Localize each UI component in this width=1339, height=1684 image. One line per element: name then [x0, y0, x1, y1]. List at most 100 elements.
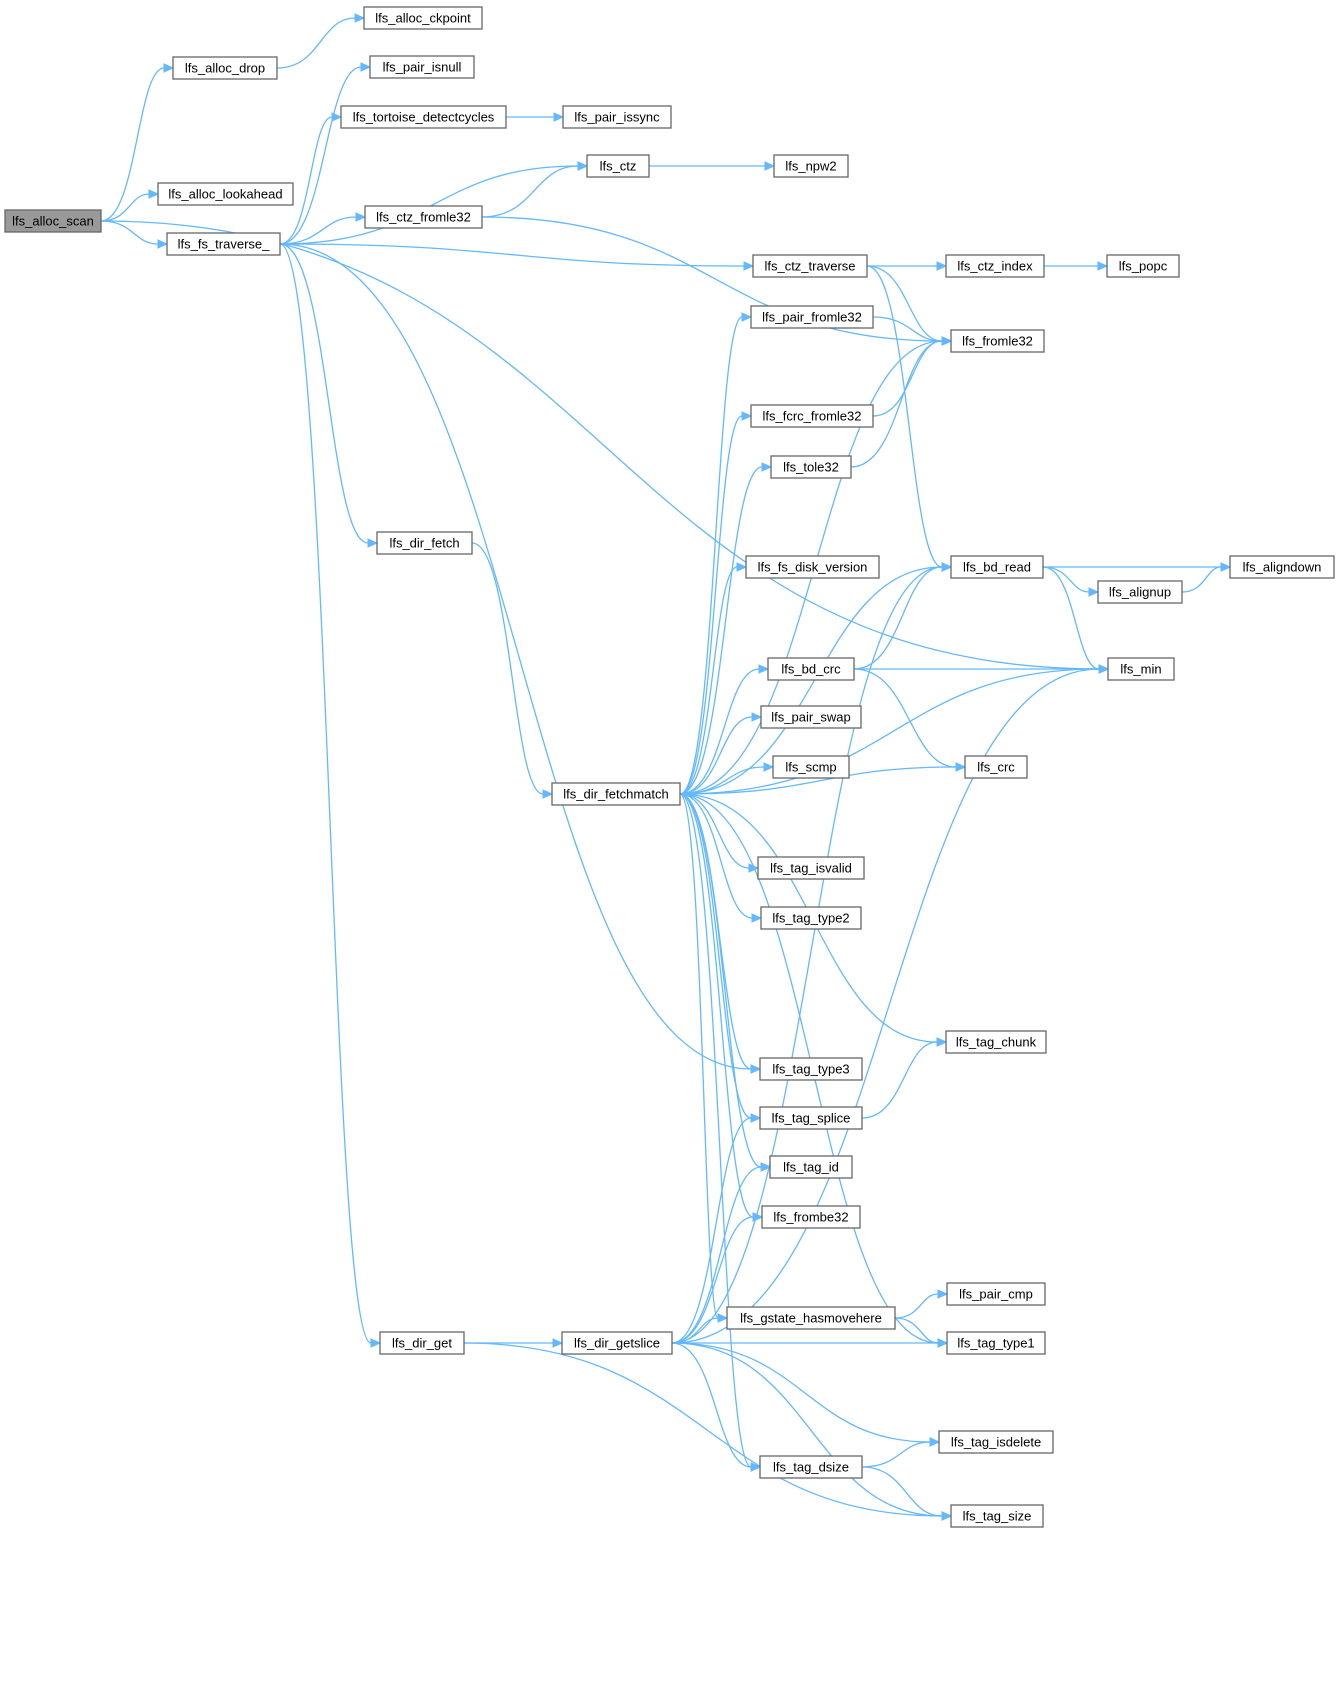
edge-lfs_ctz_fromle32-to-lfs_fromle32: [481, 216, 953, 346]
node-lfs_pair_cmp[interactable]: lfs_pair_cmp: [946, 1282, 1046, 1306]
edge-lfs_dir_getslice-to-lfs_tag_size: [671, 1342, 953, 1521]
edge-line: [679, 316, 743, 795]
edge-lfs_dir_fetchmatch-to-lfs_crc: [679, 762, 967, 795]
node-label: lfs_tag_size: [963, 1509, 1032, 1524]
node-lfs_pair_issync[interactable]: lfs_pair_issync: [562, 105, 672, 129]
arrow-head-icon: [764, 161, 776, 171]
node-lfs_alloc_ckpoint[interactable]: lfs_alloc_ckpoint: [363, 6, 483, 30]
edge-lfs_dir_fetchmatch-to-lfs_pair_fromle32: [679, 312, 753, 795]
edge-line: [872, 316, 943, 342]
node-lfs_dir_getslice[interactable]: lfs_dir_getslice: [561, 1331, 673, 1355]
node-label: lfs_gstate_hasmovehere: [740, 1311, 882, 1326]
edge-line: [481, 216, 943, 342]
edge-line: [671, 1342, 943, 1517]
node-lfs_tag_splice[interactable]: lfs_tag_splice: [759, 1106, 863, 1130]
edge-line: [279, 66, 362, 245]
node-lfs_scmp[interactable]: lfs_scmp: [772, 755, 850, 779]
node-label: lfs_tole32: [783, 460, 839, 475]
edge-lfs_dir_getslice-to-lfs_frombe32: [671, 1212, 764, 1344]
edge-lfs_dir_getslice-to-lfs_tag_id: [671, 1162, 772, 1344]
arrow-head-icon: [148, 189, 160, 199]
edge-lfs_fs_traverse_-to-lfs_ctz_fromle32: [279, 212, 367, 245]
function-nodes: lfs_alloc_scan lfs_alloc_drop lfs_alloc_ck…: [4, 6, 1335, 1528]
arrow-head-icon: [941, 336, 953, 346]
edge-lfs_alignup-to-lfs_aligndown: [1181, 562, 1232, 593]
node-lfs_tag_size[interactable]: lfs_tag_size: [950, 1504, 1044, 1528]
node-lfs_alloc_scan[interactable]: lfs_alloc_scan: [4, 209, 102, 233]
arrow-head-icon: [163, 63, 175, 73]
edge-line: [853, 566, 943, 670]
node-label: lfs_aligndown: [1243, 560, 1322, 575]
node-lfs_popc[interactable]: lfs_popc: [1106, 254, 1180, 278]
edge-lfs_alloc_scan-to-lfs_alloc_lookahead: [100, 189, 160, 222]
node-lfs_dir_fetchmatch[interactable]: lfs_dir_fetchmatch: [551, 782, 681, 806]
node-label: lfs_frombe32: [773, 1210, 848, 1225]
node-box: [369, 55, 475, 79]
edge-lfs_dir_fetchmatch-to-lfs_tag_dsize: [679, 793, 762, 1472]
edge-line: [853, 668, 957, 768]
node-lfs_tag_type1[interactable]: lfs_tag_type1: [946, 1331, 1046, 1355]
node-lfs_tag_type2[interactable]: lfs_tag_type2: [760, 906, 862, 930]
node-lfs_bd_crc[interactable]: lfs_bd_crc: [767, 657, 855, 681]
node-lfs_npw2[interactable]: lfs_npw2: [773, 154, 849, 178]
node-label: lfs_alloc_drop: [185, 61, 265, 76]
edge-lfs_dir_fetchmatch-to-lfs_pair_swap: [679, 712, 763, 795]
node-lfs_tag_dsize[interactable]: lfs_tag_dsize: [759, 1455, 863, 1479]
edge-line: [866, 265, 943, 342]
edge-lfs_fcrc_fromle32-to-lfs_fromle32: [872, 336, 953, 417]
node-lfs_tag_isvalid[interactable]: lfs_tag_isvalid: [757, 856, 865, 880]
node-lfs_bd_read[interactable]: lfs_bd_read: [950, 555, 1044, 579]
node-box: [950, 1504, 1044, 1528]
edge-line: [463, 1342, 943, 1517]
node-lfs_fs_traverse_[interactable]: lfs_fs_traverse_: [166, 232, 281, 256]
node-lfs_tortoise_detectcycles[interactable]: lfs_tortoise_detectcycles: [340, 105, 507, 129]
edge-lfs_dir_fetchmatch-to-lfs_tole32: [679, 462, 773, 795]
node-lfs_ctz_traverse[interactable]: lfs_ctz_traverse: [752, 254, 868, 278]
node-box: [760, 705, 862, 729]
edge-line: [679, 668, 760, 795]
node-box: [946, 1282, 1046, 1306]
node-lfs_alloc_lookahead[interactable]: lfs_alloc_lookahead: [157, 182, 294, 206]
edge-lfs_dir_fetchmatch-to-lfs_fs_disk_version: [679, 562, 748, 795]
arrow-head-icon: [1097, 261, 1109, 271]
node-lfs_pair_fromle32[interactable]: lfs_pair_fromle32: [750, 305, 874, 329]
edge-line: [1181, 566, 1222, 593]
edge-line: [679, 668, 1100, 795]
node-lfs_min[interactable]: lfs_min: [1107, 657, 1175, 681]
edge-lfs_dir_getslice-to-lfs_bd_read: [671, 562, 953, 1344]
node-box: [950, 555, 1044, 579]
node-box: [945, 254, 1045, 278]
edge-line: [671, 668, 1100, 1344]
edge-lfs_dir_getslice-to-lfs_min: [671, 664, 1110, 1344]
node-lfs_fromle32[interactable]: lfs_fromle32: [950, 329, 1045, 353]
node-lfs_ctz_fromle32[interactable]: lfs_ctz_fromle32: [364, 205, 483, 229]
node-box: [726, 1306, 896, 1330]
arrow-head-icon: [936, 261, 948, 271]
node-lfs_aligndown[interactable]: lfs_aligndown: [1229, 555, 1335, 579]
node-lfs_dir_fetch[interactable]: lfs_dir_fetch: [376, 531, 473, 555]
node-lfs_alloc_drop[interactable]: lfs_alloc_drop: [172, 56, 278, 80]
node-lfs_crc[interactable]: lfs_crc: [964, 755, 1028, 779]
arrow-head-icon: [717, 1313, 729, 1323]
node-lfs_pair_swap[interactable]: lfs_pair_swap: [760, 705, 862, 729]
node-lfs_ctz[interactable]: lfs_ctz: [586, 154, 650, 178]
node-lfs_tag_id[interactable]: lfs_tag_id: [769, 1155, 853, 1179]
edge-line: [481, 165, 579, 218]
node-lfs_tag_isdelete[interactable]: lfs_tag_isdelete: [938, 1430, 1054, 1454]
node-lfs_tag_type3[interactable]: lfs_tag_type3: [759, 1057, 863, 1081]
node-lfs_fs_disk_version[interactable]: lfs_fs_disk_version: [745, 555, 880, 579]
node-lfs_frombe32[interactable]: lfs_frombe32: [761, 1205, 861, 1229]
node-lfs_dir_get[interactable]: lfs_dir_get: [379, 1331, 465, 1355]
node-lfs_tole32[interactable]: lfs_tole32: [770, 455, 852, 479]
node-lfs_alignup[interactable]: lfs_alignup: [1097, 580, 1183, 604]
node-lfs_fcrc_fromle32[interactable]: lfs_fcrc_fromle32: [750, 404, 874, 428]
node-box: [1097, 580, 1183, 604]
node-lfs_ctz_index[interactable]: lfs_ctz_index: [945, 254, 1045, 278]
node-lfs_pair_isnull[interactable]: lfs_pair_isnull: [369, 55, 475, 79]
node-lfs_tag_chunk[interactable]: lfs_tag_chunk: [945, 1030, 1047, 1054]
node-label: lfs_tag_chunk: [956, 1035, 1037, 1050]
node-label: lfs_tag_type2: [772, 911, 849, 926]
node-lfs_gstate_hasmovehere[interactable]: lfs_gstate_hasmovehere: [726, 1306, 896, 1330]
edge-line: [679, 793, 754, 1218]
edge-lfs_bd_read-to-lfs_alignup: [1042, 566, 1100, 597]
